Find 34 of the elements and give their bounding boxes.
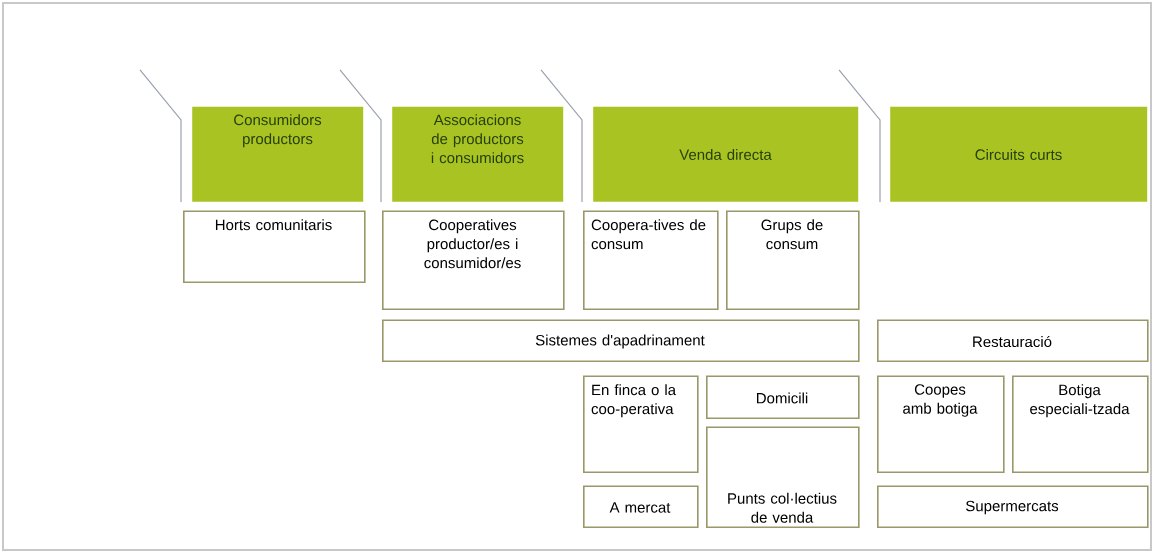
category-header <box>192 106 364 202</box>
item-text: Coopes amb botiga <box>903 384 978 417</box>
item-text: A mercat <box>609 502 671 513</box>
item-text: Cooperatives productor/es i consumidor/es <box>424 219 521 269</box>
item-text: Supermercats <box>966 500 1059 515</box>
item-box <box>382 210 565 310</box>
item-box <box>583 485 699 528</box>
item-box <box>726 210 860 310</box>
item-text: Domicili <box>757 392 808 404</box>
item-text: Sistemes d'apadrinament <box>535 334 705 349</box>
header-text: Associacions de productors i consumidors <box>431 114 524 164</box>
item-text: Horts comunitaris <box>215 219 332 231</box>
item-box <box>877 375 1005 473</box>
item-box <box>1012 375 1149 473</box>
item-box <box>877 319 1149 362</box>
item-text: Grups de consum <box>761 219 823 250</box>
item-box <box>877 485 1149 528</box>
category-header <box>890 106 1148 202</box>
item-box <box>706 375 860 419</box>
item-text: Punts col·lectius de venda <box>728 492 837 523</box>
item-box <box>706 426 860 528</box>
item-box <box>382 319 860 362</box>
item-text: En finca o la coo-perativa <box>591 384 677 418</box>
header-text: Circuits curts <box>975 149 1062 160</box>
item-text: Coopera-tives de consum <box>591 219 706 250</box>
header-text: Consumidors productors <box>234 114 322 148</box>
item-text: Restauració <box>973 335 1052 348</box>
item-text: Botiga especiali-tzada <box>1030 384 1130 418</box>
item-box <box>583 210 719 310</box>
item-box <box>183 210 366 283</box>
header-text: Venda directa <box>679 149 772 160</box>
item-box <box>583 375 699 473</box>
category-header <box>593 106 859 202</box>
category-header <box>392 106 564 202</box>
